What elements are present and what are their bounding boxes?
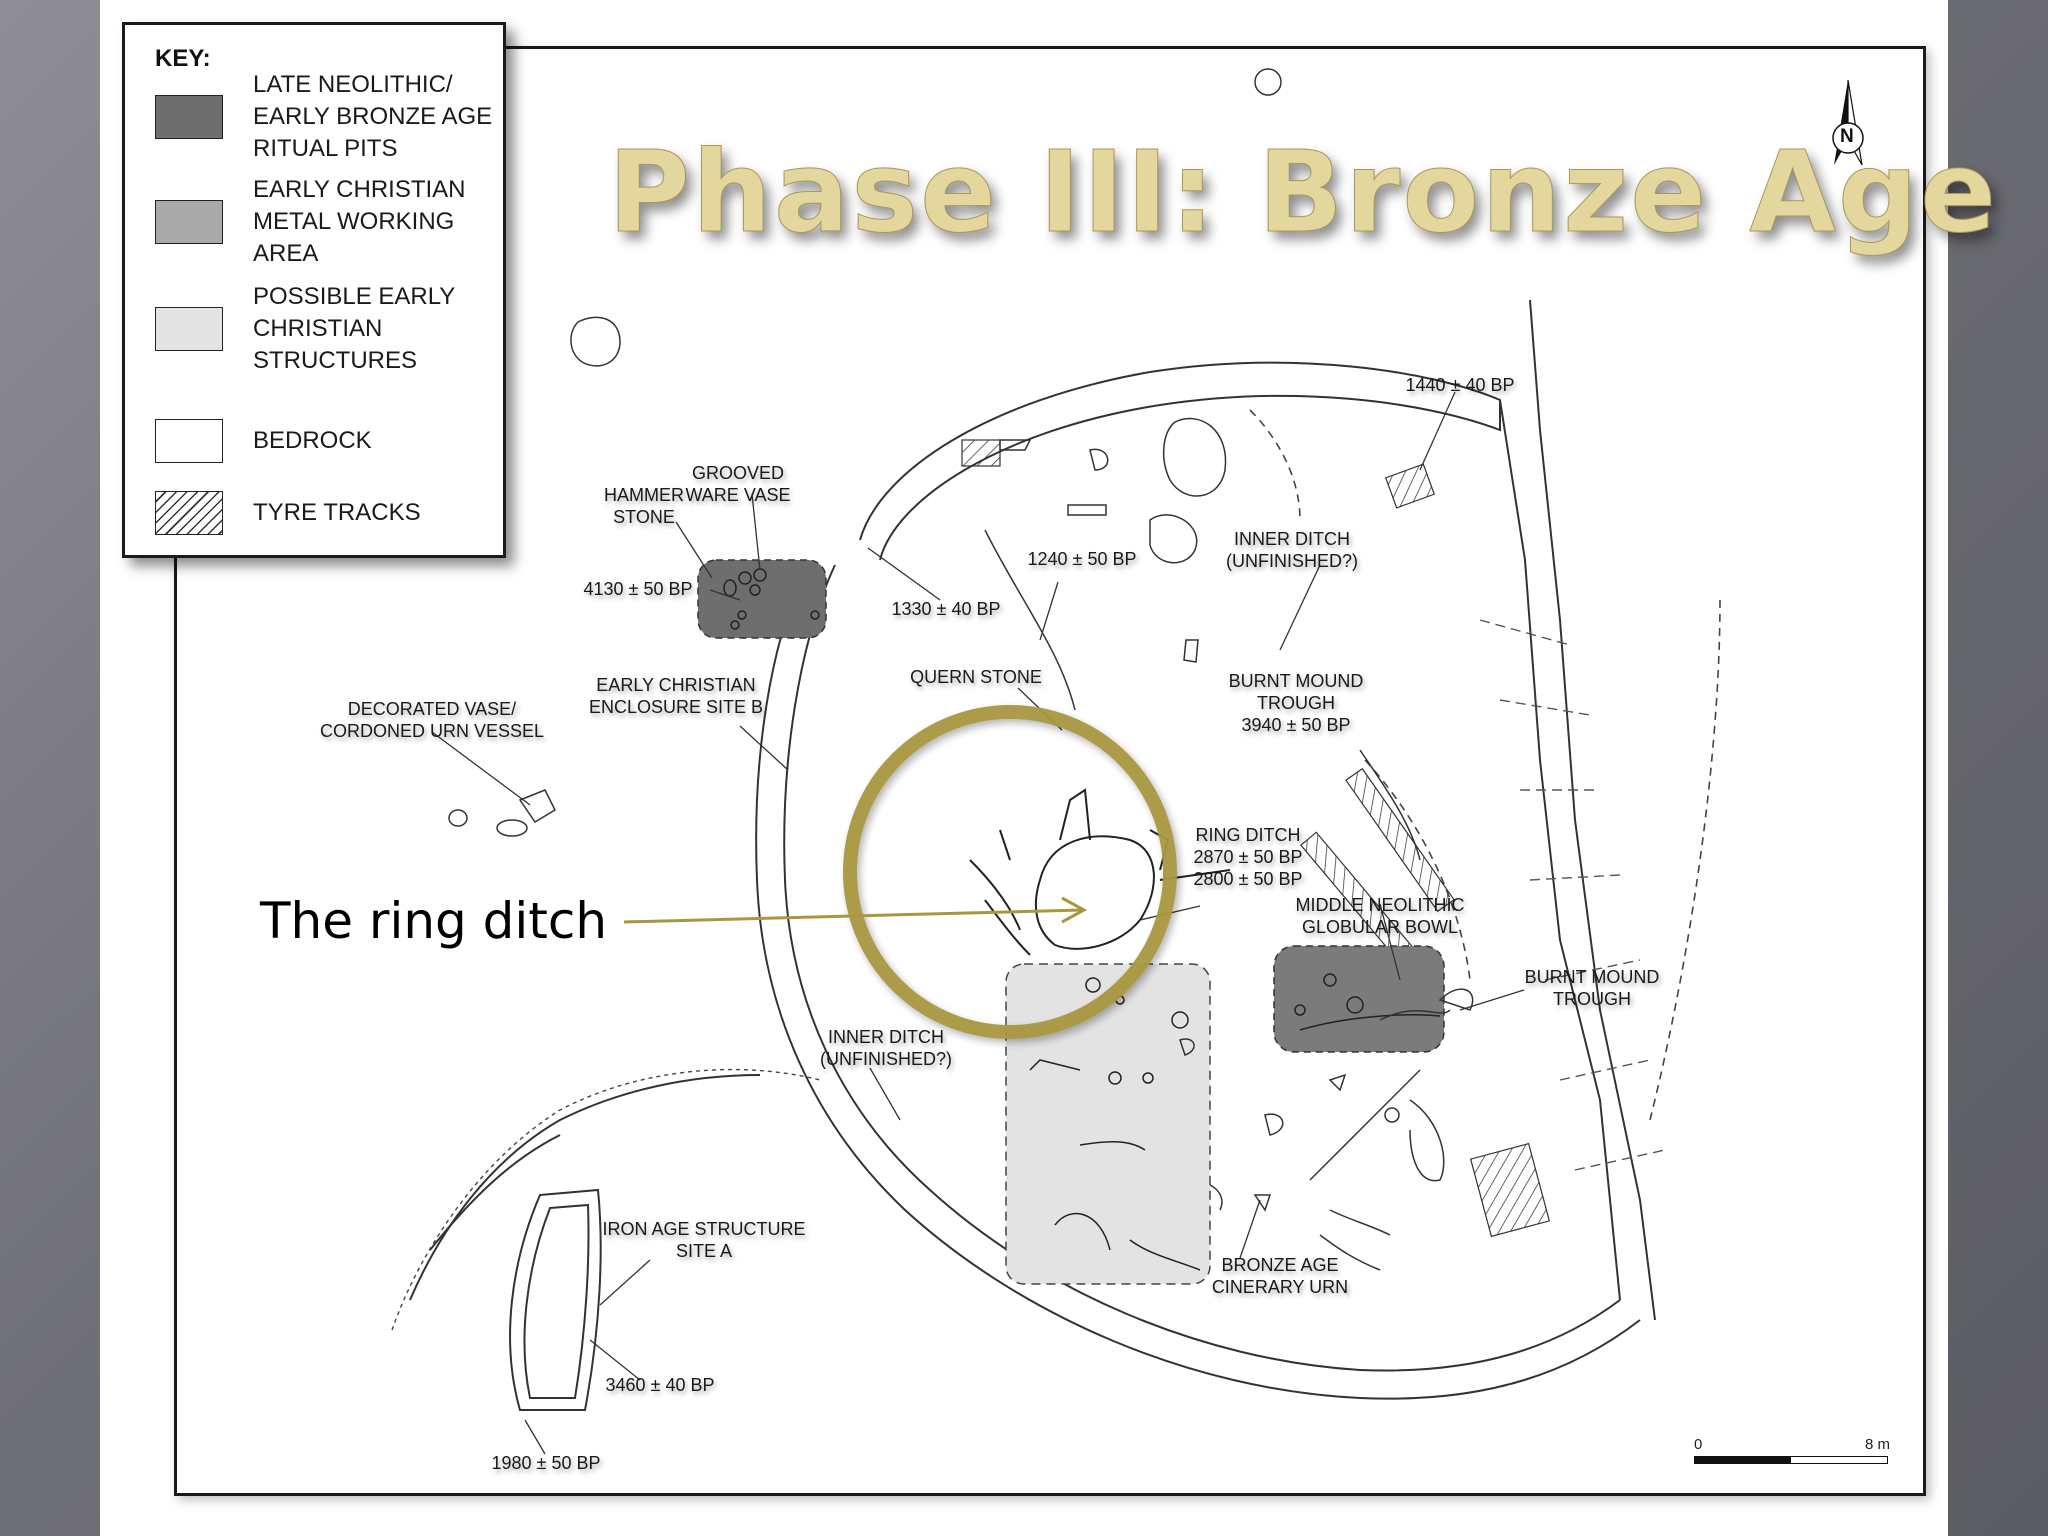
map-label-line: BURNT MOUND: [1228, 671, 1364, 691]
map-label-quern-stone: QUERN STONE: [910, 666, 1042, 688]
map-label-line: DECORATED VASE/: [347, 699, 517, 719]
map-label-inner-ditch-top: INNER DITCH(UNFINISHED?): [1226, 528, 1358, 572]
map-label-line: (UNFINISHED?): [819, 1049, 953, 1069]
scale-end-label: 8 m: [1864, 1436, 1890, 1453]
callout-arrow: [623, 896, 1088, 924]
scale-bar: 0 8 m: [1694, 1436, 1890, 1466]
key-heading: KEY:: [155, 45, 211, 72]
possible-structures-area: [1005, 963, 1211, 1285]
map-label-line: 4130 ± 50 BP: [583, 579, 693, 599]
ritual-pits-area-top: [697, 559, 827, 639]
scattered-features: [448, 68, 1474, 1271]
key-label: EARLY BRONZE AGE: [253, 103, 493, 130]
map-label-decorated-vase: DECORATED VASE/CORDONED URN VESSEL: [320, 698, 544, 742]
map-label-line: BURNT MOUND: [1524, 967, 1660, 987]
map-label-line: INNER DITCH: [827, 1027, 944, 1047]
map-label-bp-1980: 1980 ± 50 BP: [492, 1452, 601, 1474]
map-label-line: MIDDLE NEOLITHIC: [1295, 895, 1465, 915]
pit-features: [723, 568, 1441, 1271]
map-label-line: CINERARY URN: [1211, 1277, 1349, 1297]
inner-ditch-outline: [1249, 409, 1721, 1121]
key-label: CHRISTIAN: [253, 315, 383, 342]
plot-boundaries: [1479, 619, 1666, 1171]
map-label-line: EARLY CHRISTIAN: [596, 675, 756, 695]
map-label-line: 1980 ± 50 BP: [491, 1453, 601, 1473]
map-label-line: WARE VASE: [685, 485, 791, 505]
map-label-bp-3460: 3460 ± 40 BP: [606, 1374, 715, 1396]
map-label-line: 1330 ± 40 BP: [891, 599, 1001, 619]
map-label-line: HAMMER: [604, 485, 684, 505]
map-label-line: 2800 ± 50 BP: [1193, 869, 1303, 889]
key-label: EARLY CHRISTIAN: [253, 176, 466, 203]
map-label-inner-ditch-bottom: INNER DITCH(UNFINISHED?): [820, 1026, 952, 1070]
map-label-line: 3940 ± 50 BP: [1241, 715, 1351, 735]
ring-ditch-features: [969, 788, 1231, 956]
key-label: BEDROCK: [253, 427, 372, 454]
outer-fence-line: [391, 1068, 821, 1331]
north-arrow-letter: N: [1840, 126, 1854, 147]
ring-ditch-highlight-circle: [843, 705, 1177, 1039]
leader-lines: [431, 391, 1525, 1455]
key-label: POSSIBLE EARLY: [253, 283, 456, 310]
map-label-line: (UNFINISHED?): [1225, 551, 1359, 571]
key-swatch: [155, 307, 223, 351]
map-label-line: IRON AGE STRUCTURE: [602, 1219, 806, 1239]
map-label-bp-1440: 1440 ± 40 BP: [1406, 374, 1515, 396]
map-label-line: SITE A: [675, 1241, 733, 1261]
map-label-bp-1240: 1240 ± 50 BP: [1028, 548, 1137, 570]
map-frame: [174, 46, 1926, 1496]
map-key: KEY: LATE NEOLITHIC/EARLY BRONZE AGE RITU…: [122, 22, 506, 558]
map-label-line: GLOBULAR BOWL: [1301, 917, 1459, 937]
scale-bar-graphic: [1694, 1456, 1888, 1464]
map-label-line: INNER DITCH: [1233, 529, 1350, 549]
key-label: RITUAL PITS: [253, 135, 398, 162]
map-label-line: CORDONED URN VESSEL: [319, 721, 545, 741]
map-label-line: 1240 ± 50 BP: [1027, 549, 1137, 569]
key-label: AREA: [253, 240, 319, 267]
map-label-line: ENCLOSURE SITE B: [588, 697, 764, 717]
outer-enclosure-ditch: [755, 299, 1656, 1400]
scale-start-label: 0: [1694, 1436, 1703, 1453]
key-label: STRUCTURES: [253, 347, 418, 374]
ring-ditch-callout: The ring ditch: [260, 892, 608, 950]
map-label-line: GROOVED: [691, 463, 784, 483]
north-arrow-icon: [1832, 79, 1864, 166]
map-label-line: 1440 ± 40 BP: [1405, 375, 1515, 395]
map-label-line: BRONZE AGE: [1221, 1255, 1339, 1275]
key-swatch: [155, 200, 223, 244]
map-label-line: TROUGH: [1552, 989, 1631, 1009]
key-label: TYRE TRACKS: [253, 499, 421, 526]
key-swatch: [155, 419, 223, 463]
key-swatch: [155, 491, 223, 535]
map-label-line: 3460 ± 40 BP: [605, 1375, 715, 1395]
map-label-line: QUERN STONE: [910, 667, 1042, 687]
map-label-bp-4130: 4130 ± 50 BP: [584, 578, 693, 600]
map-label-bp-1330: 1330 ± 40 BP: [892, 598, 1001, 620]
key-label: LATE NEOLITHIC/: [253, 71, 453, 98]
key-label: METAL WORKING: [253, 208, 455, 235]
map-label-line: TROUGH: [1256, 693, 1335, 713]
iron-age-structure: [409, 1074, 761, 1411]
page-title: Phase III: Bronze Age: [608, 128, 1999, 259]
ritual-pits-area-right: [1273, 945, 1445, 1053]
key-swatch: [155, 95, 223, 139]
map-label-line: STONE: [613, 507, 675, 527]
map-label-line: 2870 ± 50 BP: [1193, 847, 1303, 867]
map-label-line: RING DITCH: [1195, 825, 1301, 845]
